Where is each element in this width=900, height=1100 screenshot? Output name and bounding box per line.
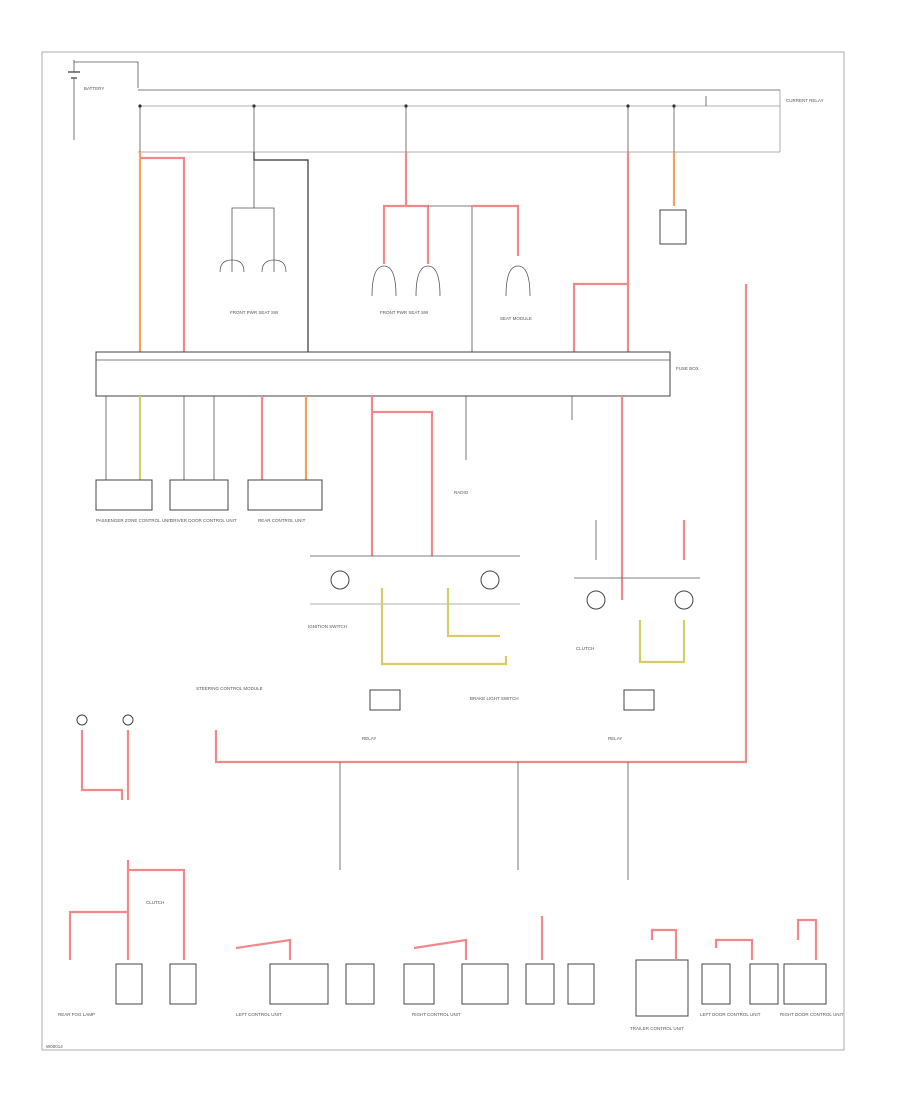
driver-door-label: DRIVER DOOR CONTROL UNIT	[170, 518, 237, 523]
wire-lower-bus	[214, 284, 748, 764]
top-fuse-box-label: CURRENT RELAY	[786, 98, 824, 103]
brake-light-label: BRAKE LIGHT SWITCH	[470, 696, 519, 701]
trailer-module-label: TRAILER CONTROL UNIT	[630, 1026, 684, 1031]
right-ctrl-label: RIGHT CONTROL UNIT	[412, 1012, 461, 1017]
clutch-label: CLUTCH	[576, 646, 594, 651]
battery-symbol: BATTERY	[68, 60, 104, 140]
rear-control-box	[247, 479, 323, 511]
bottom-components	[115, 959, 827, 1017]
driver-door-box	[169, 479, 229, 511]
seat-module-label: SEAT MODULE	[500, 316, 532, 321]
middle-fuse-block: FUSE BOX	[95, 351, 699, 397]
door-rt-label: RIGHT DOOR CONTROL UNIT	[780, 1012, 844, 1017]
relay-1-label: RELAY	[362, 736, 376, 741]
relay-1-box	[369, 689, 401, 711]
steering-module-label: STEERING CONTROL MODULE	[196, 686, 263, 691]
relay-2-box	[623, 689, 655, 711]
front-power-seat-2-label: FRONT PWR SEAT SW	[380, 310, 429, 315]
relay-top	[659, 209, 687, 245]
passenger-module-label: PASSENGER ZONE CONTROL UNIT	[96, 518, 173, 523]
page-id: W00014	[46, 1044, 63, 1049]
wire-red-1	[140, 156, 186, 356]
relay-2-label: RELAY	[608, 736, 622, 741]
middle-fuse-box-label: FUSE BOX	[676, 366, 699, 371]
radio-label: RADIO	[454, 490, 469, 495]
lamp-right	[480, 570, 500, 590]
lamp-right-2	[586, 590, 606, 610]
clutch-label-2: CLUTCH	[146, 900, 164, 905]
ignition-switch-label: IGNITION SWITCH	[308, 624, 347, 629]
rear-fog-label: REAR FOG LAMP	[58, 1012, 95, 1017]
front-power-seat-1-label: FRONT PWR SEAT SW	[230, 310, 279, 315]
rear-control-label: REAR CONTROL UNIT	[258, 518, 306, 523]
wire-black-1	[253, 152, 309, 356]
lamp-left	[330, 570, 350, 590]
lamp-right-3	[674, 590, 694, 610]
battery-label: BATTERY	[84, 86, 104, 91]
left-ctrl-label: LEFT CONTROL UNIT	[236, 1012, 282, 1017]
top-fuses	[139, 96, 707, 152]
passenger-module-box	[95, 479, 153, 511]
diagram-frame	[41, 51, 845, 1051]
door-lt-label: LEFT DOOR CONTROL UNIT	[700, 1012, 761, 1017]
